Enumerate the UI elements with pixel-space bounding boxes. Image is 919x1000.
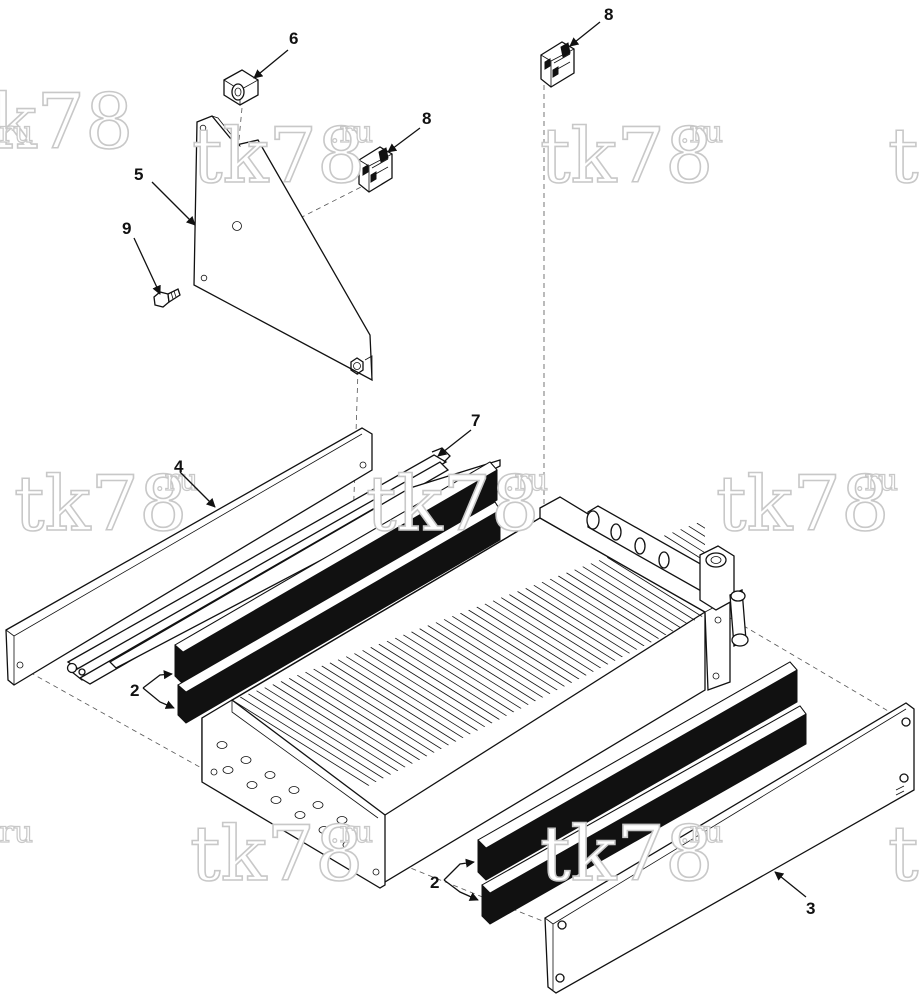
svg-text:.ru: .ru (330, 815, 373, 850)
svg-text:tk78: tk78 (192, 111, 365, 200)
heater-core-fittings (586, 505, 749, 648)
watermark: tk78 .ru (715, 458, 899, 549)
svg-text:.ru: .ru (330, 115, 373, 150)
callout-6: 6 (289, 29, 298, 48)
callout-numbers: 6 8 8 5 9 7 4 2 2 3 (122, 5, 815, 918)
part-2-foam-strips-right (477, 661, 807, 925)
svg-text:tk78: tk78 (0, 77, 133, 166)
svg-text:tk78: tk78 (366, 459, 539, 548)
callout-2-right: 2 (430, 873, 439, 892)
part-6-clip-nut (223, 69, 259, 106)
svg-text:.ru: .ru (855, 463, 898, 498)
svg-text:tk78: tk78 (888, 809, 919, 898)
part-8-clip-right (540, 41, 575, 88)
part-4-left-side-panel (5, 427, 373, 686)
callout-8-upper: 8 (422, 109, 431, 128)
part-9-bolt (153, 288, 181, 308)
watermarks: tk78 .ru tk78 .ru tk78 .ru tk78 tk78 .ru… (0, 76, 919, 899)
svg-text:tk78: tk78 (888, 111, 919, 200)
leader-lines (133, 21, 807, 901)
watermark: tk78 .ru (13, 458, 199, 549)
callout-5: 5 (134, 165, 143, 184)
part-1-heater-core (201, 496, 749, 889)
svg-text:.ru: .ru (680, 815, 723, 850)
svg-text:tk78: tk78 (14, 459, 187, 548)
callout-7: 7 (471, 411, 480, 430)
part-2-foam-strips-left (174, 461, 501, 724)
part-7-rail (66, 447, 501, 685)
svg-text:tk78: tk78 (540, 809, 713, 898)
svg-text:.ru: .ru (505, 463, 548, 498)
svg-text:.ru: .ru (155, 463, 198, 498)
watermark: tk78 .ru (365, 458, 549, 549)
watermark: .ru (0, 814, 34, 850)
svg-text:tk78: tk78 (190, 809, 363, 898)
callout-3: 3 (806, 899, 815, 918)
svg-text:.ru: .ru (0, 115, 33, 150)
svg-text:tk78: tk78 (716, 459, 889, 548)
part-5-bracket-plate (193, 115, 373, 382)
svg-text:.ru: .ru (680, 115, 723, 150)
watermark: tk78 .ru (539, 110, 724, 201)
watermark: tk78 .ru (539, 808, 724, 899)
part-3-right-side-panel (544, 702, 915, 994)
callout-9: 9 (122, 219, 131, 238)
callout-4: 4 (174, 457, 184, 476)
watermark: tk78 .ru (0, 76, 134, 167)
svg-text:.ru: .ru (0, 815, 33, 850)
svg-text:tk78: tk78 (540, 111, 713, 200)
watermark: tk78 (887, 808, 919, 899)
part-8-clip-upper (358, 146, 393, 193)
callout-8-right: 8 (604, 5, 613, 24)
watermark: tk78 .ru (191, 110, 374, 201)
callout-2-left: 2 (130, 681, 139, 700)
watermark: tk78 (887, 110, 919, 201)
watermark: tk78 .ru (189, 808, 374, 899)
